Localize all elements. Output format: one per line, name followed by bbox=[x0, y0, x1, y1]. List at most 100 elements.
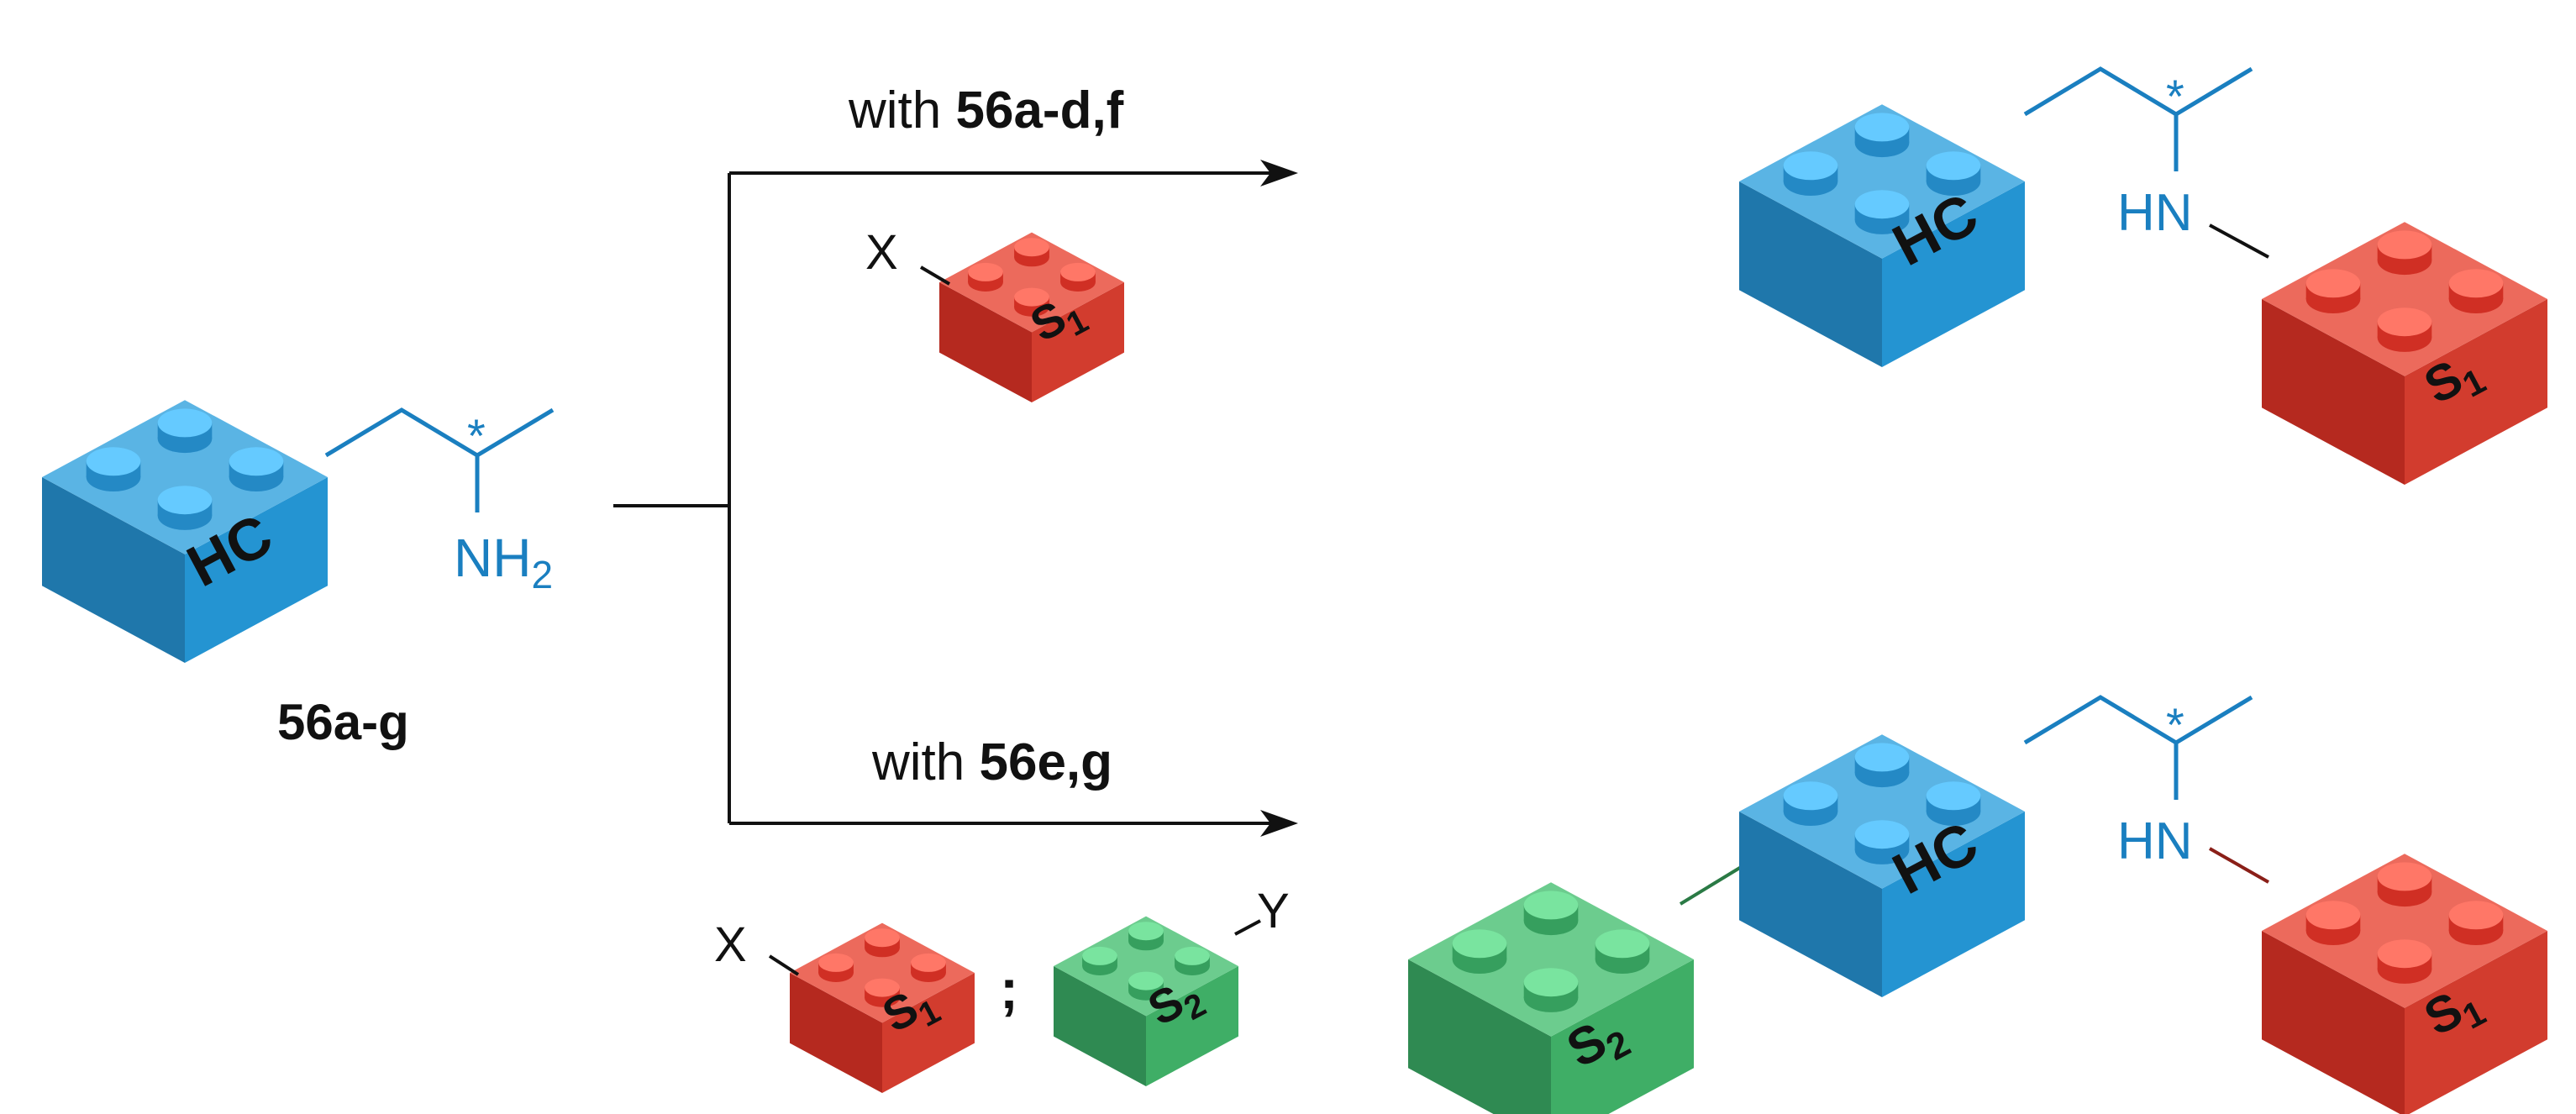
s1-brick-bottom-product-top-face bbox=[2262, 854, 2547, 1008]
amine-subscript-start: 2 bbox=[531, 553, 553, 596]
s1-brick-bottom-reagent-left-face bbox=[790, 973, 882, 1093]
s1-brick-bottom-reagent-stud-2 bbox=[911, 953, 946, 982]
s2-brick-bottom-reagent-stud-3 bbox=[1082, 946, 1117, 975]
s1-brick-top-product-stud-1 bbox=[2377, 230, 2432, 276]
x-bond-top bbox=[919, 265, 951, 286]
s1-brick-bottom-reagent-stud-3 bbox=[818, 953, 854, 982]
s1-brick-bottom-product-right-face bbox=[2405, 931, 2547, 1114]
bottom-arrow-head bbox=[1260, 810, 1298, 837]
hc-brick-bottom-product-stud-3 bbox=[1783, 781, 1838, 826]
s1-brick-bottom-reagent-top-face bbox=[790, 922, 975, 1023]
reagent-separator: ; bbox=[1000, 958, 1018, 1020]
propyl-chain-top-product bbox=[2023, 66, 2253, 117]
s1-brick-bottom-product-left-face bbox=[2262, 931, 2405, 1114]
amine-label-start: NH2 bbox=[454, 528, 553, 596]
hc-brick-bottom-product-stud-2 bbox=[1926, 781, 1981, 826]
hc-brick-top-product-left-face bbox=[1739, 181, 1882, 367]
hc-brick-bottom-product-left-face bbox=[1739, 812, 1882, 997]
s1-brick-bottom-product-stud-2 bbox=[2448, 901, 2504, 945]
n-s1-bond-top-product bbox=[2209, 223, 2269, 259]
s2-brick-bottom-product-stud-1 bbox=[1523, 891, 1579, 936]
hc-brick-start bbox=[42, 400, 328, 663]
hc-brick-start-stud-1 bbox=[157, 408, 213, 454]
hc-brick-start-right-face bbox=[185, 477, 328, 663]
y-bond-bottom bbox=[1234, 919, 1261, 936]
s2-brick-bottom-product-stud-2 bbox=[1595, 929, 1650, 974]
s1-brick-top-product bbox=[2262, 222, 2547, 485]
hc-brick-top-product-stud-3 bbox=[1783, 151, 1838, 196]
s2-brick-bottom-product-stud-3 bbox=[1452, 929, 1507, 974]
s1-brick-top-reagent-top-face bbox=[939, 232, 1124, 333]
hc-brick-start-top-face bbox=[42, 400, 328, 554]
s1-brick-top-product-stud-4 bbox=[2377, 307, 2432, 352]
n-s1-bond-bottom-product bbox=[2209, 847, 2269, 884]
s2-brick-bottom-reagent-stud-4 bbox=[1128, 971, 1164, 1001]
s1-brick-bottom-reagent-stud-1 bbox=[865, 928, 900, 958]
s1-brick-top-reagent-right-face bbox=[1032, 282, 1124, 402]
top-product: HC * HN S1 bbox=[1739, 66, 2547, 485]
s1-brick-top-reagent-stud-3 bbox=[968, 262, 1003, 292]
s2-brick-bottom-reagent-right-face bbox=[1146, 966, 1238, 1086]
hc-brick-top-product-top-face bbox=[1739, 104, 2025, 259]
s1-brick-bottom-product bbox=[2262, 854, 2547, 1114]
hc-brick-start-stud-2 bbox=[229, 447, 284, 491]
s2-brick-bottom-reagent-top-face bbox=[1054, 916, 1238, 1017]
starting-material-56a-g: HC * NH2 56a-g bbox=[42, 400, 555, 750]
branching-arrows bbox=[613, 160, 1298, 837]
hc-brick-top-product-right-face bbox=[1882, 181, 2025, 367]
s2-brick-bottom-product bbox=[1408, 882, 1694, 1114]
s1-brick-bottom-product-stud-4 bbox=[2377, 939, 2432, 984]
bottom-product: S2 HC * HN S1 bbox=[1408, 695, 2547, 1114]
s1-brick-top-reagent-left-face bbox=[939, 282, 1032, 402]
hc-brick-bottom-product-right-face bbox=[1882, 812, 2025, 997]
s2-brick-bottom-product-stud-4 bbox=[1523, 968, 1579, 1012]
hn-label-top-product: HN bbox=[2117, 184, 2193, 242]
hn-label-bottom-product: HN bbox=[2117, 812, 2193, 870]
stereo-mark-top-product: * bbox=[2166, 70, 2184, 123]
bottom-route: with 56e,g X S1 ; Y S2 bbox=[714, 733, 1290, 1093]
s1-brick-top-reagent bbox=[939, 232, 1124, 402]
propyl-chain-start bbox=[324, 407, 555, 458]
s2-brick-bottom-reagent bbox=[1054, 916, 1238, 1086]
s1-brick-top-reagent-stud-2 bbox=[1060, 262, 1096, 292]
s1-brick-bottom-product-stud-1 bbox=[2377, 862, 2432, 907]
hc-brick-start-stud-3 bbox=[86, 447, 141, 491]
s2-brick-bottom-product-left-face bbox=[1408, 959, 1551, 1114]
hc-brick-start-stud-4 bbox=[157, 486, 213, 530]
top-arrow-head bbox=[1260, 160, 1298, 187]
y-group-bottom: Y bbox=[1257, 884, 1290, 938]
hc-brick-bottom-product-top-face bbox=[1739, 734, 2025, 889]
bottom-route-condition: with 56e,g bbox=[871, 733, 1112, 791]
hc-brick-top-product-stud-2 bbox=[1926, 151, 1981, 196]
hc-brick-top-product-stud-1 bbox=[1854, 113, 1910, 158]
s2-brick-bottom-reagent-stud-2 bbox=[1175, 946, 1210, 975]
s2-brick-bottom-reagent-stud-1 bbox=[1128, 922, 1164, 951]
hc-brick-bottom-product-stud-4 bbox=[1854, 820, 1910, 864]
s1-brick-bottom-product-stud-3 bbox=[2305, 901, 2361, 945]
x-bond-bottom bbox=[768, 954, 800, 976]
stereo-mark-bottom-product: * bbox=[2166, 698, 2184, 751]
s1-brick-top-product-right-face bbox=[2405, 299, 2547, 485]
s1-brick-top-product-stud-2 bbox=[2448, 269, 2504, 313]
propyl-chain-bottom-product bbox=[2023, 695, 2253, 745]
x-group-top: X bbox=[865, 225, 898, 280]
s1-brick-bottom-reagent bbox=[790, 922, 975, 1093]
s1-brick-top-product-top-face bbox=[2262, 222, 2547, 376]
top-route: with 56a-d,f X S1 bbox=[848, 81, 1124, 402]
x-group-bottom: X bbox=[714, 917, 747, 972]
s1-brick-bottom-reagent-right-face bbox=[882, 973, 975, 1093]
s1-brick-bottom-reagent-stud-4 bbox=[865, 978, 900, 1007]
hc-brick-bottom-product-stud-1 bbox=[1854, 743, 1910, 788]
hc-brick-start-left-face bbox=[42, 477, 185, 663]
hc-brick-top-product bbox=[1739, 104, 2025, 367]
hc-brick-bottom-product bbox=[1739, 734, 2025, 997]
s1-brick-top-product-stud-3 bbox=[2305, 269, 2361, 313]
top-route-condition: with 56a-d,f bbox=[848, 81, 1124, 139]
s2-brick-bottom-product-top-face bbox=[1408, 882, 1694, 1037]
stereo-mark-start: * bbox=[467, 409, 486, 462]
compound-label-56a-g: 56a-g bbox=[277, 694, 409, 750]
s1-brick-top-product-left-face bbox=[2262, 299, 2405, 485]
s2-brick-bottom-product-right-face bbox=[1551, 959, 1694, 1114]
s1-brick-top-reagent-stud-1 bbox=[1014, 238, 1049, 267]
